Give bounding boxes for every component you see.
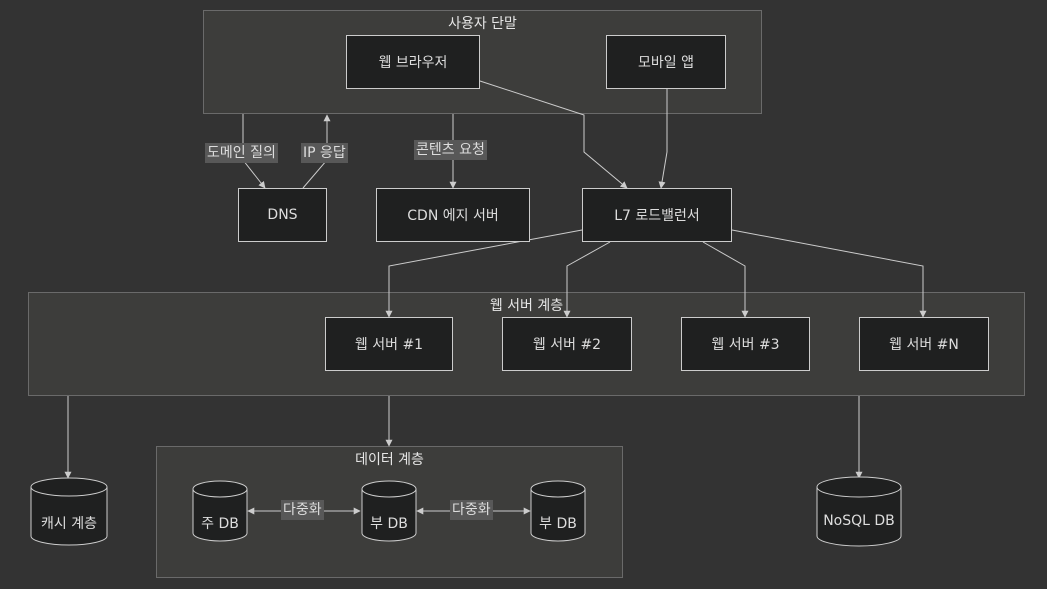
node-web-server-1: 웹 서버 #1 <box>325 317 453 371</box>
primary-db-cylinder <box>192 480 248 542</box>
node-load-balancer-label: L7 로드밸런서 <box>614 208 700 224</box>
edge-lb-to-ws3 <box>702 241 749 318</box>
node-web-browser: 웹 브라우저 <box>346 35 480 89</box>
node-cdn: CDN 에지 서버 <box>376 188 530 242</box>
nosql-db-cylinder <box>816 476 902 547</box>
cluster-title-web-tier: 웹 서버 계층 <box>489 298 564 314</box>
nosql-db-label: NoSQL DB <box>823 513 895 529</box>
node-web-server-n: 웹 서버 #N <box>859 317 989 371</box>
node-web-server-1-label: 웹 서버 #1 <box>354 337 424 353</box>
node-web-server-2-label: 웹 서버 #2 <box>532 337 602 353</box>
cluster-title-data-tier: 데이터 계층 <box>355 452 424 468</box>
edge-lb-to-wsn <box>731 229 927 318</box>
node-mobile-app: 모바일 앱 <box>606 35 726 89</box>
edge-label-ip-response: IP 응답 <box>301 143 348 163</box>
node-web-browser-label: 웹 브라우저 <box>378 55 448 71</box>
edge-lb-to-ws2 <box>563 241 611 318</box>
replica-db-2-cylinder <box>530 480 586 542</box>
edge-label-replication-1: 다중화 <box>281 500 324 520</box>
edge-label-content-request: 콘텐츠 요청 <box>414 140 487 160</box>
node-web-server-n-label: 웹 서버 #N <box>889 337 959 353</box>
cache-tier-label: 캐시 계층 <box>41 516 97 532</box>
node-dns-label: DNS <box>267 207 298 223</box>
node-cdn-label: CDN 에지 서버 <box>407 208 499 224</box>
edge-label-replication-2: 다중화 <box>450 500 493 520</box>
cluster-web-tier: 웹 서버 계층 <box>28 292 1025 396</box>
node-web-server-3-label: 웹 서버 #3 <box>711 337 780 353</box>
node-mobile-app-label: 모바일 앱 <box>638 55 694 71</box>
node-load-balancer: L7 로드밸런서 <box>582 188 732 242</box>
edge-lb-to-ws1 <box>385 229 583 318</box>
edge-browser-to-lb <box>479 80 628 189</box>
edge-label-domain-query: 도메인 질의 <box>205 143 278 163</box>
replica-db-1-label: 부 DB <box>370 516 408 532</box>
replica-db-1-cylinder <box>361 480 417 542</box>
primary-db-label: 주 DB <box>201 516 239 532</box>
replica-db-2-label: 부 DB <box>539 516 577 532</box>
node-web-server-3: 웹 서버 #3 <box>681 317 810 371</box>
edge-mobile-to-lb <box>658 89 668 189</box>
node-dns: DNS <box>238 188 327 242</box>
cluster-title-user-device: 사용자 단말 <box>448 16 517 32</box>
cache-cylinder <box>30 477 108 546</box>
node-web-server-2: 웹 서버 #2 <box>502 317 632 371</box>
